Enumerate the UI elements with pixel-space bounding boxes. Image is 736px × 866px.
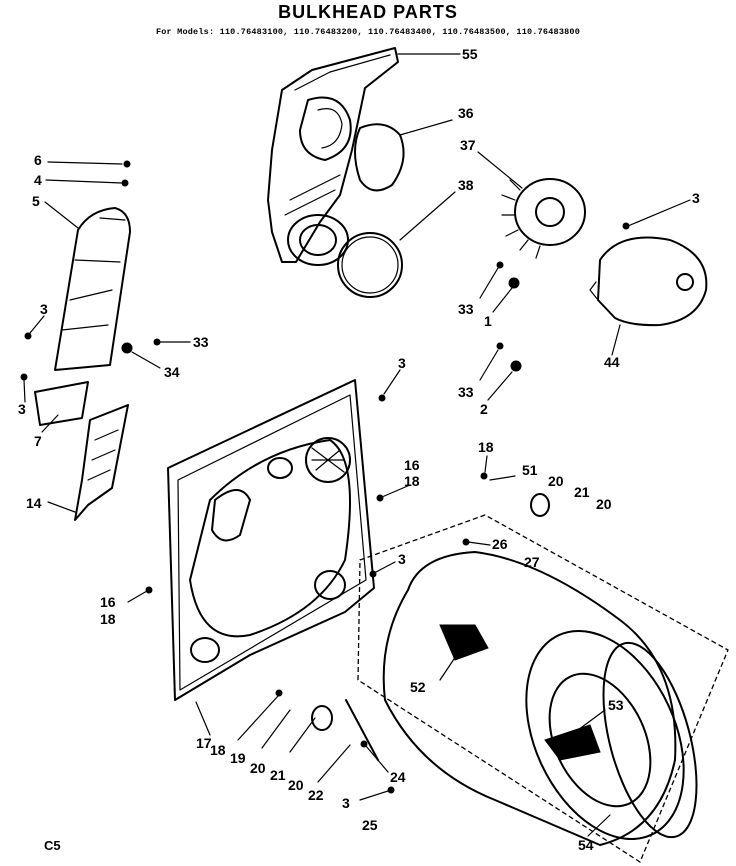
callout-26: 26	[492, 536, 508, 552]
callout-3b: 3	[40, 301, 48, 317]
callout-21b: 21	[270, 767, 286, 783]
callout-20b: 20	[596, 496, 612, 512]
callout-4: 4	[34, 172, 42, 188]
callout-33b: 33	[458, 301, 474, 317]
callout-33c: 33	[458, 384, 474, 400]
callout-27: 27	[524, 554, 540, 570]
bracket-14	[74, 404, 129, 521]
callout-3e: 3	[398, 551, 406, 567]
drum-25	[357, 514, 729, 863]
blower-housing-44	[589, 236, 708, 327]
callout-18b: 18	[404, 473, 420, 489]
callout-21a: 21	[574, 484, 590, 500]
callout-3a: 3	[692, 190, 700, 206]
model-numbers: For Models: 110.76483100, 110.76483200, …	[155, 27, 581, 37]
callout-18c: 18	[100, 611, 116, 627]
seal-38	[337, 232, 403, 298]
callout-3d: 3	[398, 355, 406, 371]
callout-labels: 55 36 37 38 3 6 4 5 3 33 34 3 7 14 33 1 …	[18, 46, 700, 853]
callout-5: 5	[32, 193, 40, 209]
roller-21	[311, 705, 333, 731]
callout-53: 53	[608, 697, 624, 713]
callout-52: 52	[410, 679, 426, 695]
blower-wheel-37	[501, 178, 586, 259]
roller-21b	[530, 493, 550, 517]
fasteners	[20, 160, 630, 794]
callout-17: 17	[196, 735, 212, 751]
callout-7: 7	[34, 433, 42, 449]
callout-37: 37	[460, 137, 476, 153]
main-bulkhead-17	[167, 379, 375, 701]
callout-54: 54	[578, 837, 594, 853]
upper-bulkhead	[267, 47, 399, 266]
callout-24: 24	[390, 769, 406, 785]
callout-22: 22	[308, 787, 324, 803]
roller-shaft-22	[345, 699, 379, 761]
callout-1: 1	[484, 313, 492, 329]
footer-code: C5	[44, 838, 61, 853]
callout-33a: 33	[193, 334, 209, 350]
callout-25: 25	[362, 817, 378, 833]
callout-14: 14	[26, 495, 42, 511]
callout-3f: 3	[342, 795, 350, 811]
callout-44: 44	[604, 354, 620, 370]
callout-20c: 20	[250, 760, 266, 776]
callout-36: 36	[458, 105, 474, 121]
thermostat-7	[34, 381, 89, 426]
callout-6: 6	[34, 152, 42, 168]
callout-16b: 16	[100, 594, 116, 610]
callout-20a: 20	[548, 473, 564, 489]
callout-18a: 18	[478, 439, 494, 455]
callout-3c: 3	[18, 401, 26, 417]
front-seal-54	[602, 641, 698, 839]
callout-55: 55	[462, 46, 478, 62]
callout-20d: 20	[288, 777, 304, 793]
seal-36	[354, 123, 405, 192]
page-title: BULKHEAD PARTS	[278, 2, 458, 22]
callout-19: 19	[230, 750, 246, 766]
callout-16a: 16	[404, 457, 420, 473]
callout-38: 38	[458, 177, 474, 193]
callout-34: 34	[164, 364, 180, 380]
callout-51: 51	[522, 462, 538, 478]
side-duct-5	[54, 207, 131, 371]
leader-lines	[23, 53, 691, 837]
callout-2: 2	[480, 401, 488, 417]
callout-18d: 18	[210, 742, 226, 758]
